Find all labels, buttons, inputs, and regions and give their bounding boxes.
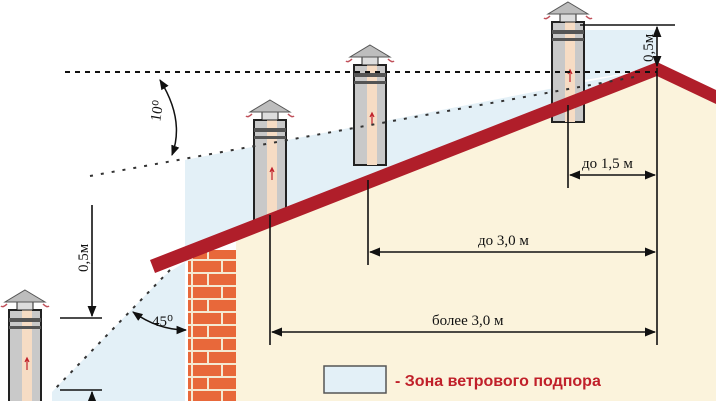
legend-text: - Зона ветрового подпора	[395, 373, 601, 390]
distance-label-3m: до 3,0 м	[478, 233, 529, 249]
brick-wall	[188, 250, 236, 401]
legend-swatch	[323, 365, 387, 394]
chimney-2	[245, 99, 295, 221]
distance-label-over-3m: более 3,0 м	[432, 313, 504, 329]
distance-label-1-5m: до 1,5 м	[582, 156, 633, 172]
angle-label-10: 10⁰	[148, 99, 167, 122]
angle-arc-10	[159, 79, 180, 156]
wind-zone-upper	[585, 30, 657, 80]
height-label-left: 0,5м	[76, 243, 92, 272]
forty-five-degree-line	[51, 269, 171, 393]
height-label-right: 0,5м	[641, 33, 657, 62]
angle-label-45: 45⁰	[152, 314, 173, 330]
roof	[150, 62, 716, 273]
chimney-3	[345, 44, 395, 166]
house-wall	[236, 68, 716, 401]
angle-arc-45	[132, 311, 188, 335]
chimney-1	[0, 289, 50, 401]
